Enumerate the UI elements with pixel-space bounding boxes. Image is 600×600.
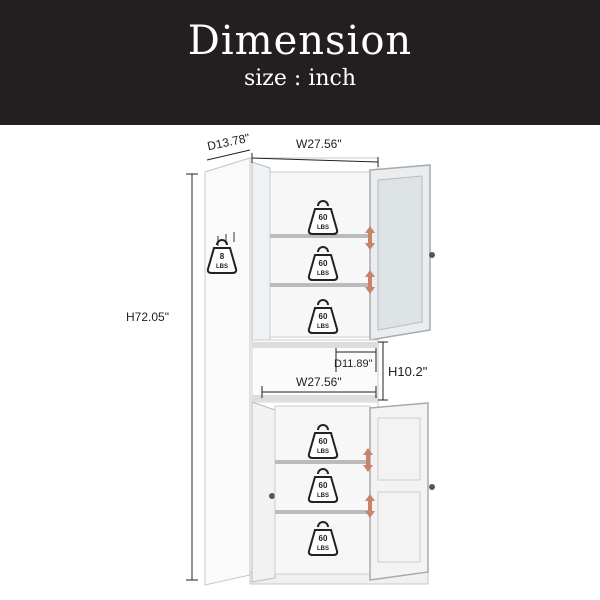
weight-badge-shelf-4: 60 LBS: [307, 424, 339, 459]
width-mid-label: W27.56": [296, 375, 342, 389]
weight-badge-shelf-3: 60 LBS: [307, 299, 339, 334]
svg-text:60: 60: [319, 312, 328, 321]
depth-total-line: [206, 149, 251, 161]
svg-text:LBS: LBS: [216, 264, 228, 270]
width-top-line: [251, 157, 379, 163]
page-subtitle: size : inch: [243, 66, 357, 91]
page-title: Dimension: [187, 18, 413, 64]
weight-badge-shelf-6: 60 LBS: [307, 521, 339, 556]
svg-text:LBS: LBS: [317, 546, 329, 552]
svg-text:60: 60: [319, 259, 328, 268]
weight-badge-shelf-5: 60 LBS: [307, 468, 339, 503]
weight-badge-shelf-2: 60 LBS: [307, 246, 339, 281]
svg-text:LBS: LBS: [317, 324, 329, 330]
weight-badge-shelf-1: 60 LBS: [307, 200, 339, 235]
width-top-label: W27.56": [296, 137, 342, 151]
svg-text:60: 60: [319, 437, 328, 446]
shelf-adjust-arrows: [363, 226, 375, 518]
height-total-label: H72.05": [126, 310, 169, 324]
svg-text:60: 60: [319, 481, 328, 490]
svg-text:LBS: LBS: [317, 493, 329, 499]
svg-text:60: 60: [319, 534, 328, 543]
weight-badge-side: 8 LBS: [206, 239, 238, 274]
height-open-label: H10.2": [388, 364, 428, 379]
svg-text:LBS: LBS: [317, 225, 329, 231]
cabinet-side-panel: [204, 157, 251, 586]
svg-text:8: 8: [220, 252, 225, 261]
svg-text:60: 60: [319, 213, 328, 222]
upper-left-door: [251, 161, 271, 346]
lower-left-door: [251, 401, 276, 583]
svg-text:LBS: LBS: [317, 271, 329, 277]
svg-text:LBS: LBS: [317, 449, 329, 455]
depth-shelf-label: D11.89": [334, 358, 373, 370]
header-banner: Dimension size : inch: [0, 0, 600, 125]
middle-open-shelf: [251, 339, 379, 403]
